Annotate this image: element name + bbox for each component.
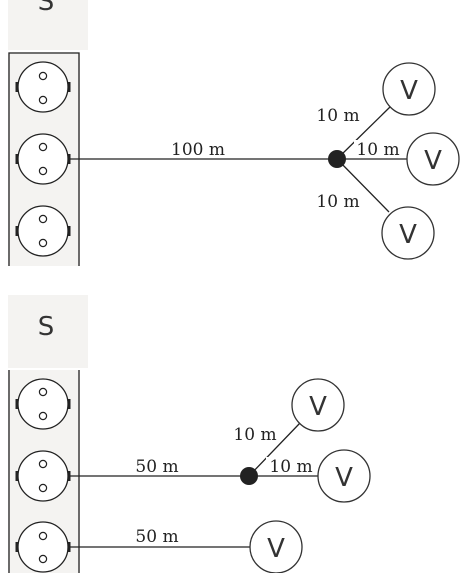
top-load-1-label: V: [400, 76, 418, 106]
top-junction-node: [328, 150, 346, 168]
bottom-load-2-label: V: [335, 463, 353, 493]
bottom-load-3-label: V: [267, 534, 285, 564]
bottom-branch-wire-1: [248, 422, 301, 477]
bottom-load-1-label: V: [309, 392, 327, 422]
top-load-3: V: [381, 206, 435, 260]
top-branch-length-3: 10 m: [316, 192, 359, 212]
top-branch-length-2: 10 m: [356, 140, 399, 160]
bottom-branch-length-1: 10 m: [233, 425, 276, 445]
top-main-length: 100 m: [171, 140, 225, 160]
bottom-feeder-length-2: 50 m: [135, 527, 178, 547]
bottom-load-2: V: [317, 449, 371, 503]
top-load-3-label: V: [399, 220, 417, 250]
bottom-outlet-1: [15, 378, 71, 430]
bottom-outlet-3: [15, 521, 71, 573]
bottom-source-label: S: [38, 312, 55, 342]
bottom-load-3: V: [249, 520, 303, 573]
top-branch-wire-3: [336, 158, 390, 213]
bottom-source-label-panel: [8, 295, 88, 368]
top-outlet-1: [15, 61, 71, 113]
top-load-2-label: V: [424, 146, 442, 176]
bottom-junction-node: [240, 467, 258, 485]
top-load-1: V: [382, 62, 436, 116]
top-branch-wire-1: [336, 106, 391, 160]
bottom-outlet-2: [15, 450, 71, 502]
top-source-label: S: [38, 0, 55, 17]
bottom-load-1: V: [291, 378, 345, 432]
top-outlet-2: [15, 133, 71, 185]
top-branch-length-1: 10 m: [316, 106, 359, 126]
top-load-2: V: [406, 132, 460, 186]
top-source-label-panel: [8, 0, 88, 50]
top-outlet-3: [15, 205, 71, 257]
top-diagram: S 100 m 10 m: [8, 0, 460, 266]
bottom-feeder-length-1: 50 m: [135, 457, 178, 477]
bottom-diagram: S 50 m 10 m: [8, 295, 371, 573]
bottom-branch-length-2: 10 m: [269, 457, 312, 477]
